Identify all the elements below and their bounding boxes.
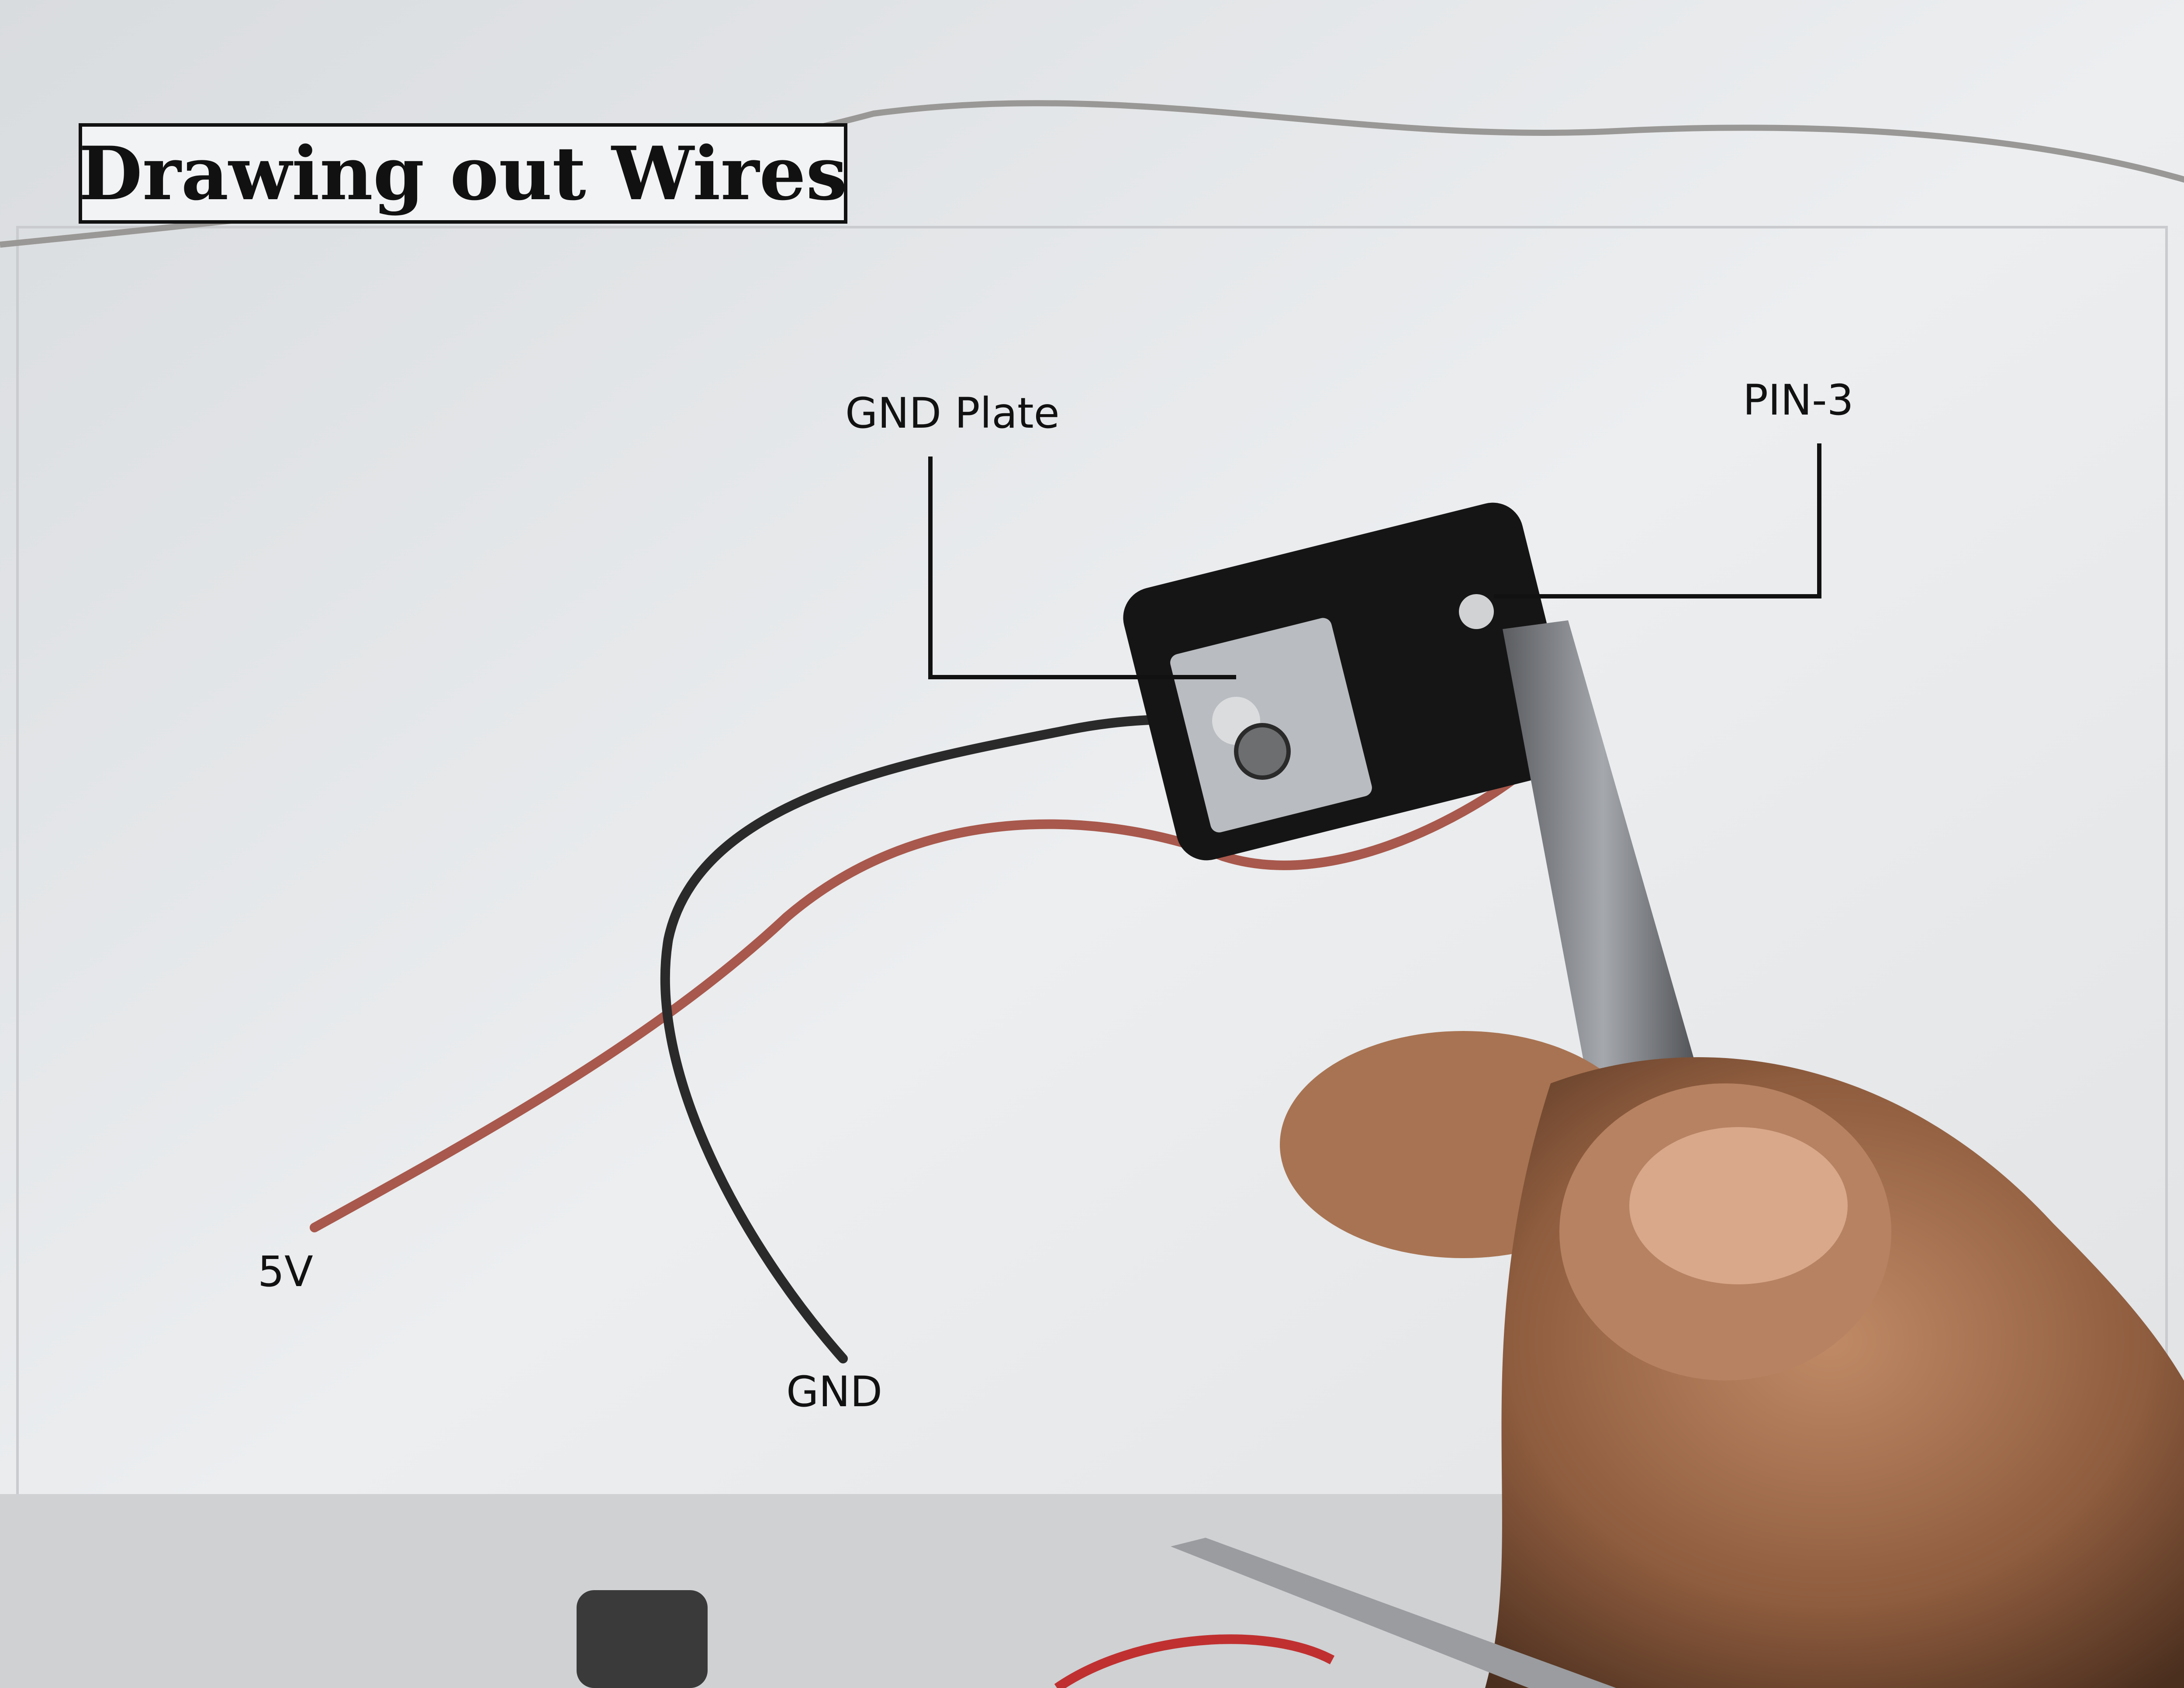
tweezers <box>1503 620 1704 1118</box>
black-wire <box>660 712 1219 1363</box>
coil-component <box>577 1590 708 1688</box>
red-wire-bottom <box>1054 1634 1335 1688</box>
gnd-plate-label: GND Plate <box>845 389 1060 438</box>
mounting-screw <box>1234 723 1291 780</box>
title-text: Drawing out Wires <box>79 130 847 217</box>
pin3-callout-line <box>1494 443 1821 598</box>
five-v-label: 5V <box>258 1247 313 1296</box>
thumbnail <box>1629 1127 1848 1284</box>
title-box: Drawing out Wires <box>79 123 847 224</box>
gnd-plate-callout-line <box>928 457 1236 679</box>
gnd-label: GND <box>786 1367 883 1416</box>
pin3-label: PIN-3 <box>1743 376 1854 425</box>
scissors-blade <box>1171 1538 1616 1688</box>
pin3-solder-joint <box>1459 594 1494 629</box>
